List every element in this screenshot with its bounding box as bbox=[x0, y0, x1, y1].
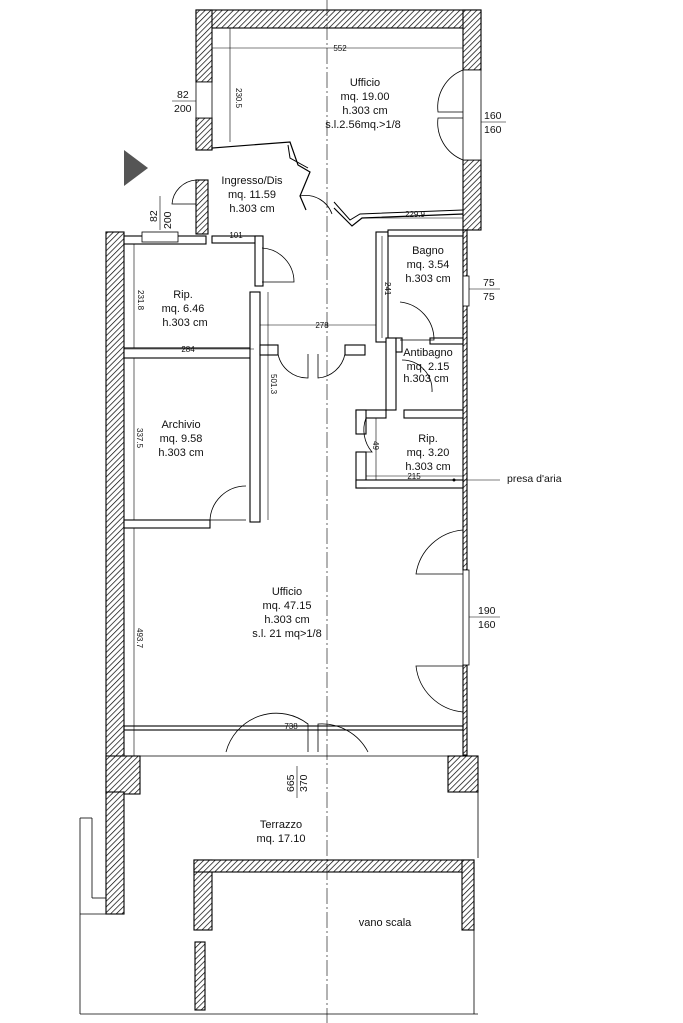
win-door-left-h: 200 bbox=[162, 211, 174, 229]
room-height: h.303 cm bbox=[405, 461, 450, 473]
dim-rip-bottom: 284 bbox=[181, 345, 195, 354]
dim-bagno-depth: 241 bbox=[383, 282, 392, 296]
room-height: h.303 cm bbox=[405, 273, 450, 285]
room-rip-left: Rip. mq. 6.46 h.303 cm bbox=[162, 289, 208, 329]
win-left-top-w: 82 bbox=[177, 89, 189, 101]
win-terrace-h: 370 bbox=[298, 774, 310, 792]
room-name: Ingresso/Dis bbox=[221, 175, 283, 187]
dim-main-width: 738 bbox=[284, 722, 298, 731]
room-height: h.303 cm bbox=[229, 203, 274, 215]
dim-rip-width: 101 bbox=[229, 231, 243, 240]
room-name: Terrazzo bbox=[260, 819, 302, 831]
terrace-lines bbox=[79, 755, 479, 1015]
room-name: Ufficio bbox=[350, 77, 380, 89]
room-area: mq. 6.46 bbox=[162, 303, 205, 315]
dim-corridor-width: 278 bbox=[315, 321, 329, 330]
win-right-top-w: 160 bbox=[484, 110, 502, 122]
room-antibagno: Antibagno mq. 2.15 h.303 cm bbox=[403, 347, 453, 385]
window-frames bbox=[141, 69, 482, 666]
room-height: h.303 cm bbox=[158, 447, 203, 459]
room-area: mq. 3.20 bbox=[407, 447, 450, 459]
room-area: mq. 9.58 bbox=[160, 433, 203, 445]
win-left-top-h: 200 bbox=[174, 103, 192, 115]
dim-corridor-length: 501.3 bbox=[269, 374, 278, 395]
room-archivio: Archivio mq. 9.58 h.303 cm bbox=[158, 419, 203, 459]
room-ufficio-top: Ufficio mq. 19.00 h.303 cm s.l.2.56mq.>1… bbox=[325, 77, 401, 131]
room-area: mq. 17.10 bbox=[257, 833, 306, 845]
dim-rip-depth: 231.8 bbox=[136, 290, 145, 311]
window-labels: 82 200 160 160 82 200 75 75 190 160 665 … bbox=[148, 89, 506, 798]
room-name: vano scala bbox=[359, 917, 412, 929]
dim-top-width: 552 bbox=[333, 44, 347, 53]
win-right-main-w: 190 bbox=[478, 605, 496, 617]
room-name: Rip. bbox=[418, 433, 438, 445]
room-vano-scala: vano scala bbox=[359, 917, 412, 929]
room-ufficio-main: Ufficio mq. 47.15 h.303 cm s.l. 21 mq>1/… bbox=[252, 586, 321, 640]
dimension-labels: 552 230.5 229.9 101 241 278 231.8 284 50… bbox=[135, 44, 426, 731]
room-height: h.303 cm bbox=[342, 105, 387, 117]
room-area: mq. 11.59 bbox=[228, 189, 276, 201]
win-bagno-w: 75 bbox=[483, 277, 495, 289]
room-bagno: Bagno mq. 3.54 h.303 cm bbox=[405, 245, 450, 285]
dim-ufficio-depth: 230.5 bbox=[234, 88, 243, 109]
dim-archivio-depth: 337.5 bbox=[135, 428, 144, 449]
interior-walls bbox=[123, 141, 464, 731]
win-door-left-w: 82 bbox=[148, 210, 160, 222]
dimension-lines bbox=[124, 28, 500, 756]
room-terrazzo: Terrazzo mq. 17.10 bbox=[257, 819, 306, 845]
room-name: Rip. bbox=[173, 289, 193, 301]
room-rip-right: Rip. mq. 3.20 h.303 cm bbox=[405, 433, 450, 473]
win-terrace-w: 665 bbox=[285, 774, 297, 792]
room-area: mq. 19.00 bbox=[341, 91, 390, 103]
room-name: Archivio bbox=[161, 419, 200, 431]
room-height: h.303 cm bbox=[264, 614, 309, 626]
room-light: s.l. 21 mq>1/8 bbox=[252, 628, 321, 640]
win-bagno-h: 75 bbox=[483, 291, 495, 303]
room-area: mq. 47.15 bbox=[263, 600, 312, 612]
win-right-top-h: 160 bbox=[484, 124, 502, 136]
room-height: h.303 cm bbox=[403, 373, 448, 385]
room-area: mq. 3.54 bbox=[407, 259, 450, 271]
room-area: mq. 2.15 bbox=[407, 361, 450, 373]
room-name: Ufficio bbox=[272, 586, 302, 598]
exterior-walls bbox=[105, 9, 482, 1011]
room-ingresso: Ingresso/Dis mq. 11.59 h.303 cm bbox=[221, 175, 283, 215]
dim-rip-right-width: 215 bbox=[407, 472, 421, 481]
air-intake-note: presa d'aria bbox=[507, 473, 562, 485]
room-light: s.l.2.56mq.>1/8 bbox=[325, 119, 401, 131]
dim-ingresso-wall: 229.9 bbox=[405, 210, 426, 219]
door-swings bbox=[171, 69, 464, 753]
room-height: h.303 cm bbox=[162, 317, 207, 329]
north-arrow-icon bbox=[124, 150, 148, 186]
dim-rip-right-small: 49 bbox=[371, 441, 380, 450]
dim-main-depth: 493.7 bbox=[135, 628, 144, 649]
room-name: Bagno bbox=[412, 245, 444, 257]
air-intake-marker bbox=[452, 478, 456, 482]
room-name: Antibagno bbox=[403, 347, 453, 359]
win-right-main-h: 160 bbox=[478, 619, 496, 631]
